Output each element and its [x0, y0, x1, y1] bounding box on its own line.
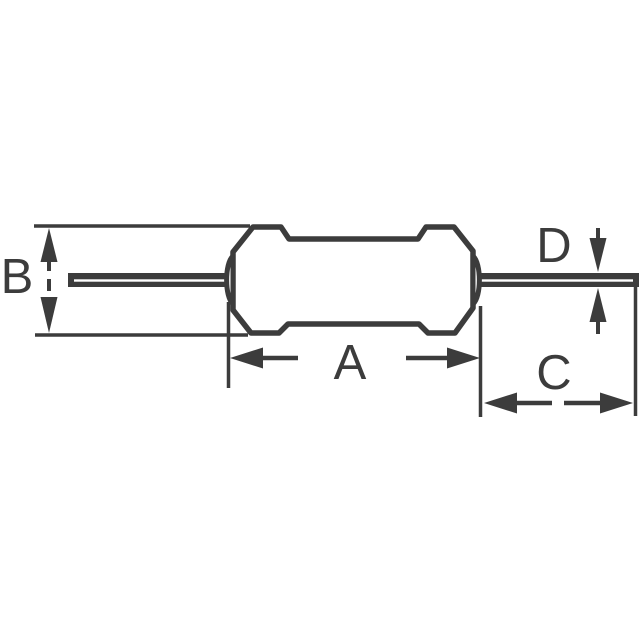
dimension-b-arrow-up-icon [40, 228, 58, 262]
end-cap-bulge-left [224, 253, 236, 307]
dimension-a-arrow-right-icon [447, 347, 480, 369]
lead-wire-right-center-line [478, 279, 633, 282]
dimension-d-arrow-up-icon [589, 288, 607, 322]
dimension-b-label: B [1, 250, 34, 304]
lead-wire-right [478, 273, 639, 287]
resistor-body [230, 224, 476, 336]
dimension-a-label: A [334, 336, 367, 390]
dimension-b: B [1, 224, 250, 337]
lead-wire-left [68, 273, 228, 287]
dimension-c: C [484, 287, 638, 416]
dimension-b-arrow-down-icon [40, 297, 58, 333]
dimension-d-arrow-down-icon [589, 238, 607, 272]
end-cap-bulge-right [470, 253, 482, 307]
dimension-d: D [536, 219, 607, 334]
dimension-c-label: C [536, 346, 571, 400]
lead-wire-left-center-line [74, 279, 228, 282]
dimension-c-arrow-right-icon [600, 392, 633, 414]
dimension-c-arrow-left-icon [484, 392, 517, 414]
dimension-d-label: D [536, 219, 571, 273]
dimension-a: A [226, 302, 483, 417]
dimension-a-arrow-left-icon [230, 347, 263, 369]
